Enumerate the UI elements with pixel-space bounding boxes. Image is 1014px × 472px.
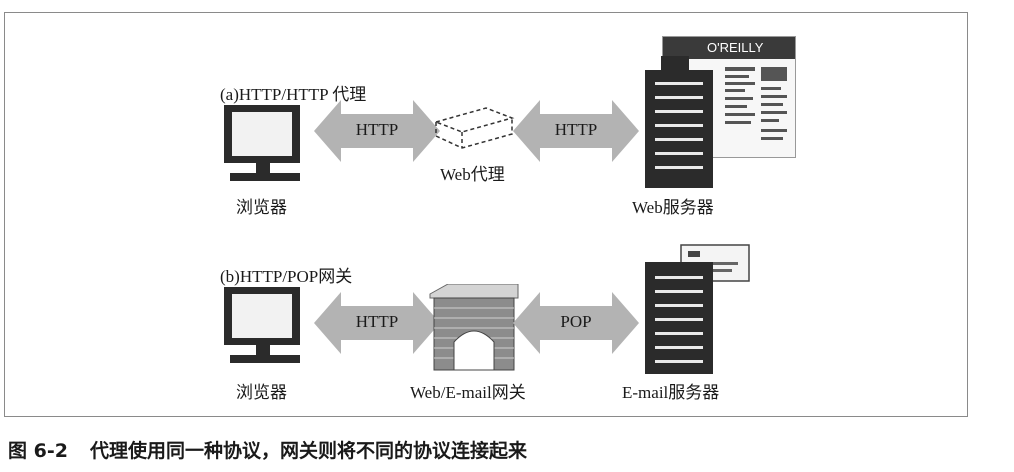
- proxy-box-icon: [433, 107, 515, 149]
- panel-b-middle-label: Web/E-mail网关: [410, 383, 526, 402]
- panel-a-client-label: 浏览器: [236, 198, 287, 217]
- panel-b-left-arrow: HTTP: [314, 292, 440, 354]
- panel-a-right-protocol: HTTP: [554, 120, 598, 139]
- panel-b-server-label: E-mail服务器: [622, 383, 720, 402]
- browser-computer-icon: [224, 287, 300, 363]
- panel-b-title: (b)HTTP/POP网关: [220, 267, 353, 286]
- browser-computer-icon: [224, 105, 300, 181]
- gateway-brick-arch-icon: [429, 284, 519, 371]
- panel-a-title: (a)HTTP/HTTP 代理: [220, 85, 367, 104]
- panel-b-right-protocol: POP: [560, 312, 592, 331]
- panel-b-right-arrow: POP: [513, 292, 639, 354]
- figure-caption: 图 6-2 代理使用同一种协议，网关则将不同的协议连接起来: [8, 436, 527, 463]
- panel-a-middle-label: Web代理: [440, 165, 505, 184]
- panel-a-right-arrow: HTTP: [513, 100, 639, 162]
- diagram-frame: [4, 12, 968, 417]
- web-server-icon: [645, 56, 713, 188]
- figure-number: 图 6-2: [8, 440, 68, 462]
- panel-a-server-label: Web服务器: [632, 198, 714, 217]
- panel-a-left-protocol: HTTP: [355, 120, 399, 139]
- figure-caption-text: 代理使用同一种协议，网关则将不同的协议连接起来: [89, 440, 527, 462]
- oreilly-logo: O'REILLY: [707, 40, 764, 55]
- email-server-icon: [645, 262, 713, 374]
- panel-a-left-arrow: HTTP: [314, 100, 440, 162]
- panel-b-left-protocol: HTTP: [355, 312, 399, 331]
- panel-b-client-label: 浏览器: [236, 383, 287, 402]
